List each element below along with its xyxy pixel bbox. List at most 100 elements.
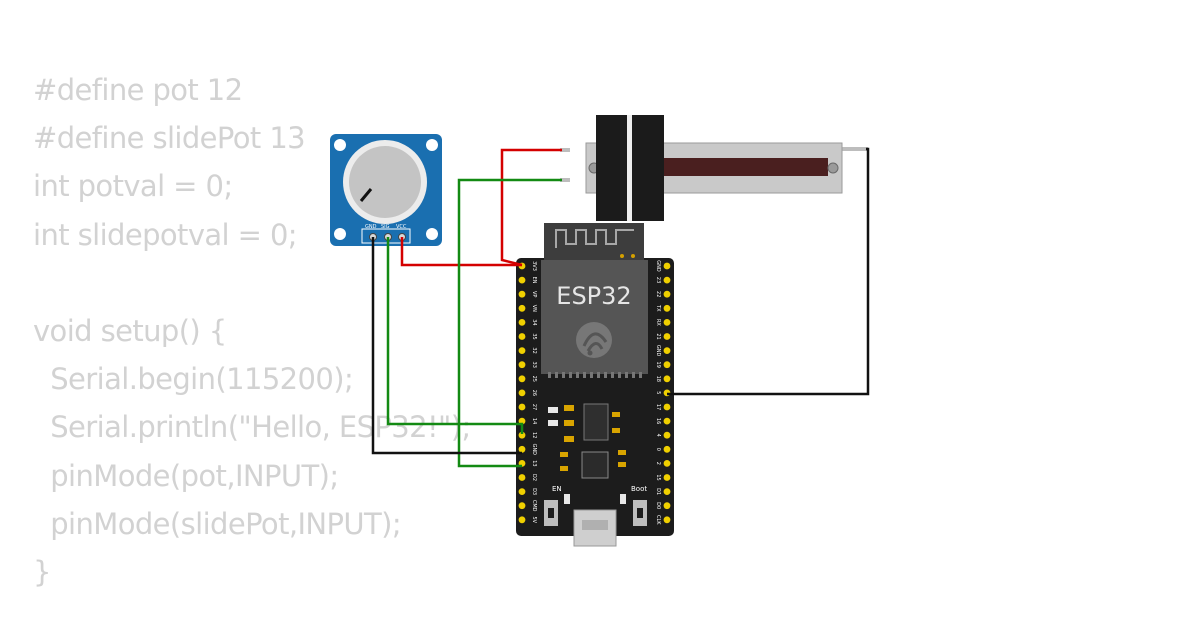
esp32-pin-label: 25: [531, 376, 537, 382]
esp32-pin[interactable]: [518, 403, 526, 411]
slider-knob[interactable]: [596, 115, 664, 221]
pot-pin-label-sig: SIG: [381, 224, 390, 230]
esp32-pin[interactable]: [518, 290, 526, 298]
esp32-pin-label: 18: [655, 376, 661, 382]
wire-black-slide-gnd: [667, 147, 870, 396]
esp32-pin[interactable]: [663, 361, 671, 369]
esp32-pin-label: TX: [655, 304, 661, 312]
esp32-pin-label: 34: [531, 319, 537, 325]
esp32-pin-label: 16: [655, 418, 661, 424]
esp32-pin-label: CLK: [655, 515, 661, 525]
boot-button-label: Boot: [631, 485, 647, 493]
esp32-pin-label: 17: [655, 404, 661, 410]
esp32-pin-label: RX: [655, 319, 661, 326]
esp32-pin-label: D1: [655, 488, 661, 495]
esp32-pin[interactable]: [518, 389, 526, 397]
esp32-pin-label: 2: [655, 462, 661, 465]
esp32-pin-label: 4: [655, 434, 661, 437]
esp32-pin-label: D3: [531, 488, 537, 495]
esp32-pin[interactable]: [663, 474, 671, 481]
esp32-pin[interactable]: [518, 375, 526, 383]
esp32-pin[interactable]: [663, 262, 671, 270]
esp32-pin-label: 3V3: [531, 261, 537, 271]
esp32-pin[interactable]: [663, 431, 671, 439]
esp32-pin-label: 14: [531, 418, 537, 424]
rotary-potentiometer[interactable]: GND SIG VCC: [330, 134, 442, 246]
esp32-pin[interactable]: [663, 516, 671, 524]
wire-green-slide-sig: [457, 178, 562, 468]
pot-pin-label-vcc: VCC: [396, 224, 407, 230]
esp32-pin[interactable]: [663, 403, 671, 411]
slide-potentiometer[interactable]: [560, 115, 868, 221]
code-line: }: [33, 554, 51, 589]
esp32-pin-label: VP: [531, 291, 537, 297]
esp32-pin[interactable]: [518, 333, 526, 340]
esp32-pin[interactable]: [663, 319, 671, 326]
esp32-pin-label: VN: [531, 305, 537, 312]
code-line: int potval = 0;: [33, 169, 233, 204]
esp32-pin-label: GND: [655, 260, 661, 272]
esp32-pin-label: 23: [655, 277, 661, 283]
esp32-pin-label: 13: [531, 460, 537, 466]
esp32-left-header: 3V3ENVPVN343532332526271412GND13D2D3CMD5…: [518, 261, 537, 524]
esp32-pin[interactable]: [663, 445, 671, 453]
esp32-pin[interactable]: [663, 347, 671, 354]
boot-button[interactable]: [633, 500, 647, 526]
esp32-pin-label: 5V: [531, 516, 537, 523]
esp32-pin[interactable]: [663, 502, 671, 510]
esp32-pin[interactable]: [663, 460, 671, 467]
esp32-pin[interactable]: [663, 290, 671, 298]
esp32-pin[interactable]: [663, 333, 671, 340]
code-line: pinMode(pot,INPUT);: [33, 458, 339, 493]
esp32-pin[interactable]: [663, 304, 671, 312]
esp32-pin-label: 0: [655, 448, 661, 451]
code-line: #define pot 12: [33, 73, 243, 107]
esp32-pin[interactable]: [663, 488, 671, 495]
esp32-pin[interactable]: [518, 304, 526, 312]
wire-green-sig: [386, 237, 524, 434]
esp32-pin[interactable]: [518, 347, 526, 354]
pot-knob[interactable]: [349, 146, 421, 218]
esp32-pin[interactable]: [518, 488, 526, 495]
esp32-pin-label: D0: [655, 502, 661, 509]
esp32-pin[interactable]: [663, 417, 671, 425]
esp32-pin[interactable]: [518, 516, 526, 524]
esp32-pin-label: 22: [655, 291, 661, 297]
esp32-pin-label: D2: [531, 474, 537, 481]
esp32-pin-label: GND: [531, 444, 537, 456]
esp32-pin[interactable]: [518, 502, 526, 510]
esp32-pin[interactable]: [518, 361, 526, 369]
wire-black-gnd: [371, 237, 522, 455]
en-button-label: EN: [552, 485, 562, 493]
code-line: Serial.println("Hello, ESP32!");: [33, 410, 471, 445]
esp32-pin-label: 15: [655, 474, 661, 480]
esp32-pin-label: 12: [531, 432, 537, 438]
esp32-pin-label: 21: [655, 333, 661, 339]
esp32-pin[interactable]: [518, 319, 526, 326]
esp32-pin[interactable]: [663, 276, 671, 284]
esp32-pin-label: 26: [531, 390, 537, 396]
esp32-pin[interactable]: [518, 474, 526, 481]
code-line: Serial.begin(115200);: [33, 362, 354, 397]
esp32-pin[interactable]: [518, 445, 526, 453]
esp32-pin-label: 27: [531, 404, 537, 410]
esp32-pin[interactable]: [518, 431, 526, 439]
pot-pin-label-gnd: GND: [365, 224, 377, 230]
code-line: int slidepotval = 0;: [33, 217, 298, 252]
code-line: pinMode(slidePot,INPUT);: [33, 506, 402, 541]
esp32-pin-label: EN: [531, 277, 537, 284]
esp32-label: ESP32: [556, 282, 631, 310]
esp32-pin-label: GND: [655, 345, 661, 357]
esp32-pin-label: 33: [531, 362, 537, 368]
en-button[interactable]: [544, 500, 558, 526]
wire-red-slide-vcc: [500, 148, 562, 267]
wire-red-vcc: [400, 237, 522, 267]
espressif-logo-icon: [576, 322, 612, 358]
esp32-pin-label: 35: [531, 333, 537, 339]
esp32-pin[interactable]: [663, 375, 671, 383]
esp32-board[interactable]: ESP32 EN Boot: [516, 223, 674, 547]
esp32-pin[interactable]: [518, 276, 526, 284]
